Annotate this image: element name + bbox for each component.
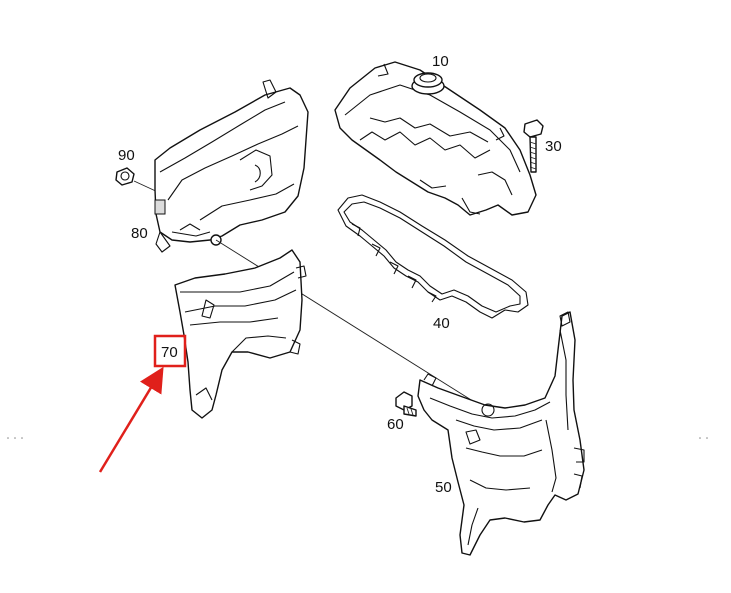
part-70-lower-cover[interactable]: [174, 249, 307, 419]
callout-40[interactable]: 40: [433, 315, 450, 332]
callout-80[interactable]: 80: [131, 225, 148, 242]
stray-marks: [7, 437, 708, 439]
part-80-upper-cover[interactable]: [154, 79, 309, 253]
callout-60[interactable]: 60: [387, 416, 404, 433]
callout-70[interactable]: 70: [161, 344, 178, 361]
callout-10[interactable]: 10: [432, 53, 449, 70]
red-arrow: [98, 366, 164, 473]
highlight-box-70: [153, 334, 187, 368]
callout-90[interactable]: 90: [118, 147, 135, 164]
part-50-timing-case[interactable]: [417, 311, 585, 556]
part-60-bolt[interactable]: [395, 391, 417, 417]
callout-50[interactable]: 50: [435, 479, 452, 496]
part-90-screw[interactable]: [115, 167, 135, 186]
part-10-cylinder-head-cover[interactable]: [334, 61, 537, 216]
part-40-gasket[interactable]: [337, 194, 529, 319]
part-30-bolt[interactable]: [523, 119, 544, 173]
callout-30[interactable]: 30: [545, 138, 562, 155]
